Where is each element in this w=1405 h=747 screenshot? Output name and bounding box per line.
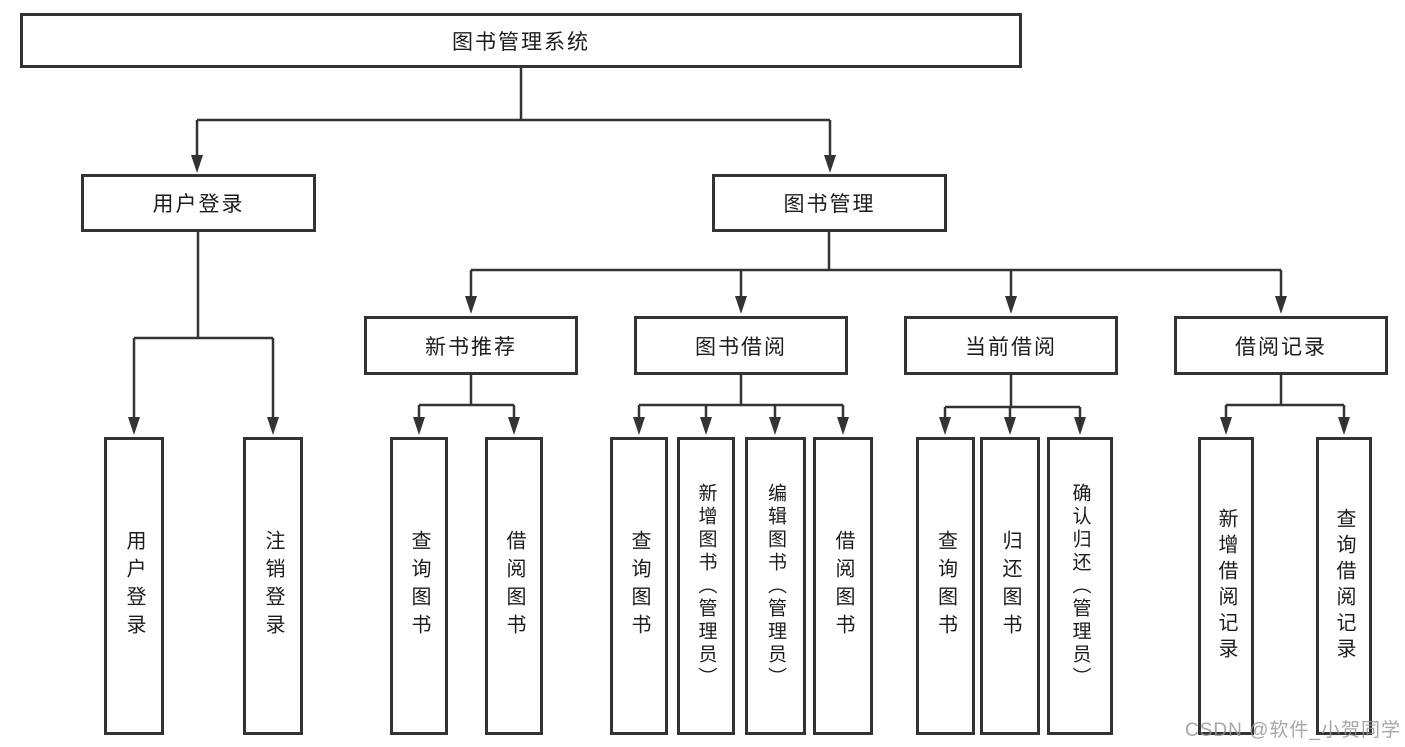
node-label: 用户登录 <box>123 530 145 642</box>
node-label: 归还图书 <box>999 530 1021 642</box>
node-current-borrow: 当前借阅 <box>904 316 1118 375</box>
node-label: 图书借阅 <box>695 335 787 359</box>
leaf-edit-books-admin: 编辑图书（管理员） <box>745 437 806 735</box>
node-borrow-records: 借阅记录 <box>1174 316 1388 375</box>
node-label: 借阅图书 <box>832 530 854 642</box>
node-label: 借阅图书 <box>503 530 525 642</box>
node-label: 编辑图书（管理员） <box>765 482 786 690</box>
leaf-query-borrow-record: 查询借阅记录 <box>1316 437 1372 735</box>
node-label: 查询借阅记录 <box>1333 508 1355 664</box>
leaf-user-login: 用户登录 <box>104 437 164 735</box>
node-label: 新增图书（管理员） <box>695 482 717 690</box>
leaf-borrow-books-1: 借阅图书 <box>485 437 543 735</box>
node-book-management: 图书管理 <box>712 174 947 232</box>
leaf-borrow-books-2: 借阅图书 <box>813 437 873 735</box>
node-label: 查询图书 <box>628 530 650 642</box>
leaf-query-books-1: 查询图书 <box>390 437 448 735</box>
node-label: 图书管理 <box>783 193 876 216</box>
node-label: 用户登录 <box>152 193 245 216</box>
node-label: 借阅记录 <box>1235 335 1327 359</box>
node-new-book-recommend: 新书推荐 <box>364 316 578 375</box>
node-library-management-system: 图书管理系统 <box>20 13 1022 68</box>
node-label: 新增借阅记录 <box>1215 508 1237 664</box>
node-label: 查询图书 <box>408 530 430 642</box>
node-label: 注销登录 <box>262 530 284 642</box>
node-label: 新书推荐 <box>425 335 517 359</box>
node-user-login: 用户登录 <box>81 174 316 232</box>
leaf-query-books-3: 查询图书 <box>916 437 975 735</box>
leaf-add-borrow-record: 新增借阅记录 <box>1198 437 1254 735</box>
node-label: 查询图书 <box>934 530 957 642</box>
leaf-add-books-admin: 新增图书（管理员） <box>677 437 735 735</box>
leaf-logout: 注销登录 <box>243 437 303 735</box>
node-book-borrow: 图书借阅 <box>634 316 848 375</box>
leaf-return-books: 归还图书 <box>980 437 1040 735</box>
leaf-query-books-2: 查询图书 <box>610 437 668 735</box>
leaf-confirm-return-admin: 确认归还（管理员） <box>1047 437 1113 735</box>
csdn-watermark: CSDN @软件_小贺同学 <box>1185 720 1401 741</box>
node-label: 确认归还（管理员） <box>1069 482 1091 690</box>
node-label: 图书管理系统 <box>452 30 590 54</box>
node-label: 当前借阅 <box>965 335 1057 359</box>
